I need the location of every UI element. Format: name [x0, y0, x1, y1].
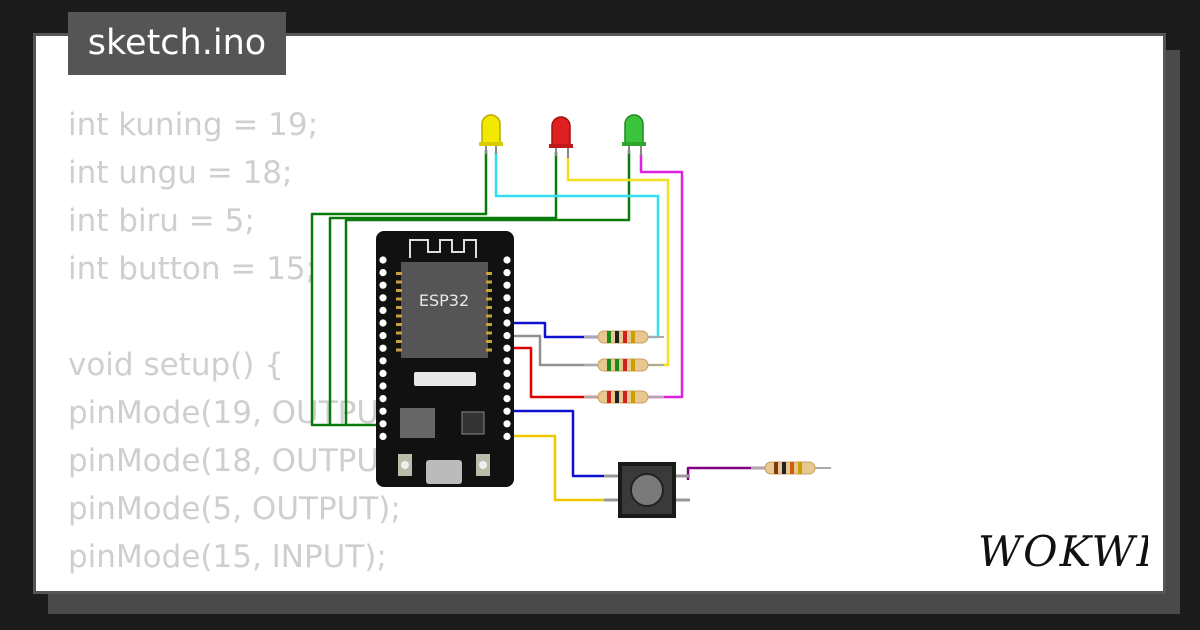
header-pin[interactable] — [379, 332, 387, 340]
wire-red — [508, 346, 598, 399]
module-pad — [396, 297, 402, 301]
header-pin[interactable] — [379, 420, 387, 428]
header-pin[interactable] — [503, 382, 511, 390]
esp32-board-icon[interactable]: ESP32 — [376, 231, 514, 487]
code-line: pinMode(5, OUTPUT); — [68, 491, 401, 527]
board-label: ESP32 — [419, 291, 469, 310]
wire-gold — [508, 434, 618, 502]
header-pin[interactable] — [503, 407, 511, 415]
module-pad — [396, 314, 402, 318]
led-yellow-icon[interactable] — [479, 114, 503, 154]
wire-blue-button — [508, 409, 618, 478]
header-pin[interactable] — [503, 281, 511, 289]
wire-green-3 — [344, 150, 631, 425]
wire-gray — [508, 334, 598, 367]
module-pad — [486, 323, 492, 326]
code-line: int biru = 5; — [68, 203, 255, 239]
header-pin[interactable] — [503, 432, 511, 440]
header-pin[interactable] — [503, 269, 511, 277]
module-pad — [486, 348, 492, 352]
module-pad — [396, 348, 402, 352]
header-pin[interactable] — [503, 344, 511, 352]
module-pad — [396, 306, 402, 309]
code-line: int kuning = 19; — [68, 107, 319, 143]
module-pad — [396, 280, 402, 284]
module-pad — [396, 340, 402, 343]
header-pin[interactable] — [379, 256, 387, 264]
resistor-icon[interactable] — [751, 461, 831, 475]
header-pin[interactable] — [379, 395, 387, 403]
header-pin[interactable] — [379, 369, 387, 377]
module-pad — [486, 314, 492, 318]
module-pad — [486, 280, 492, 284]
led-red-icon[interactable] — [549, 116, 573, 158]
code-line: pinMode(15, INPUT); — [68, 539, 387, 575]
module-pad — [396, 323, 402, 326]
header-pin[interactable] — [379, 432, 387, 440]
module-pad — [486, 306, 492, 309]
header-pin[interactable] — [379, 281, 387, 289]
header-pin[interactable] — [503, 294, 511, 302]
header-pin[interactable] — [379, 382, 387, 390]
header-pin[interactable] — [503, 332, 511, 340]
header-pin[interactable] — [503, 256, 511, 264]
module-pad — [486, 289, 492, 292]
header-pin[interactable] — [379, 294, 387, 302]
header-pin[interactable] — [503, 369, 511, 377]
wire-green-1 — [310, 150, 488, 427]
module-pad — [486, 340, 492, 343]
brand-name: WOKWI — [978, 527, 1148, 576]
header-pin[interactable] — [503, 319, 511, 327]
module-pad — [486, 272, 492, 275]
header-pin[interactable] — [379, 319, 387, 327]
module-pad — [396, 272, 402, 275]
wire-magenta — [639, 154, 684, 399]
module-pad — [396, 331, 402, 335]
code-line: int button = 15; — [68, 251, 317, 287]
header-pin[interactable] — [379, 306, 387, 314]
module-pad — [486, 297, 492, 301]
header-pin[interactable] — [503, 420, 511, 428]
code-line: int ungu = 18; — [68, 155, 293, 191]
resistor-icon[interactable] — [584, 358, 664, 372]
wire-purple — [686, 466, 765, 480]
led-green-icon[interactable] — [622, 114, 646, 156]
wire-green-2 — [328, 152, 558, 425]
module-pad — [396, 289, 402, 292]
file-name-tab[interactable]: sketch.ino — [68, 12, 286, 75]
module-pad — [486, 331, 492, 335]
header-pin[interactable] — [379, 357, 387, 365]
resistor-icon[interactable] — [584, 390, 664, 404]
header-pin[interactable] — [379, 269, 387, 277]
wire-blue-led — [508, 321, 598, 339]
header-pin[interactable] — [503, 395, 511, 403]
header-pin[interactable] — [379, 344, 387, 352]
resistor-icon[interactable] — [584, 330, 664, 344]
wokwi-logo: WOKWI — [978, 527, 1148, 576]
header-pin[interactable] — [503, 306, 511, 314]
header-pin[interactable] — [503, 357, 511, 365]
pushbutton-icon[interactable] — [604, 462, 690, 518]
code-line: void setup() { — [68, 347, 284, 383]
header-pin[interactable] — [379, 407, 387, 415]
